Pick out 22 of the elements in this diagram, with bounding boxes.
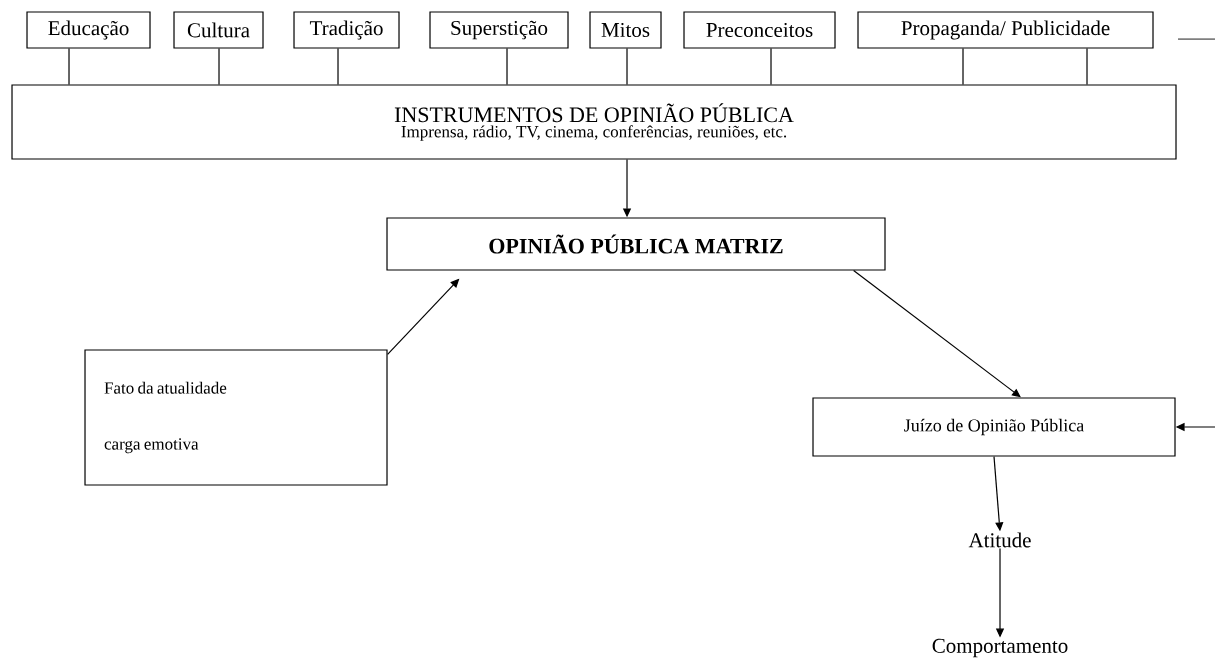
label-box: Propaganda/ Publicidade [857, 11, 1154, 49]
label-box: Educação [26, 11, 151, 49]
label-box: Superstição [429, 11, 569, 49]
connector-line [506, 48, 508, 85]
label-box: Tradição [293, 11, 400, 49]
connector-line [1086, 48, 1088, 85]
label-box: Juízo de Opinião Pública [812, 397, 1176, 457]
label-box: INSTRUMENTOS DE OPINIÃO PÚBLICA Imprensa, rádio, TV, cinema, conferências, reuniões, etc. [11, 84, 1177, 160]
note-box: Fato da atualidade carga emotiva [84, 349, 388, 486]
connector-line [68, 48, 70, 85]
connector-line [770, 48, 772, 85]
text-label: Comportamento [932, 638, 1068, 658]
label-box: Cultura [173, 11, 264, 49]
title-box: OPINIÃO PÚBLICA MATRIZ [386, 217, 886, 271]
label-box: Mitos [589, 11, 662, 49]
arrow [853, 270, 1021, 398]
text-label: Atitude [968, 532, 1031, 548]
connector-line [962, 48, 964, 85]
connector-line [626, 48, 628, 85]
connector-line [337, 48, 339, 85]
label-box: Preconceitos [683, 11, 836, 49]
connector-line [218, 48, 220, 85]
